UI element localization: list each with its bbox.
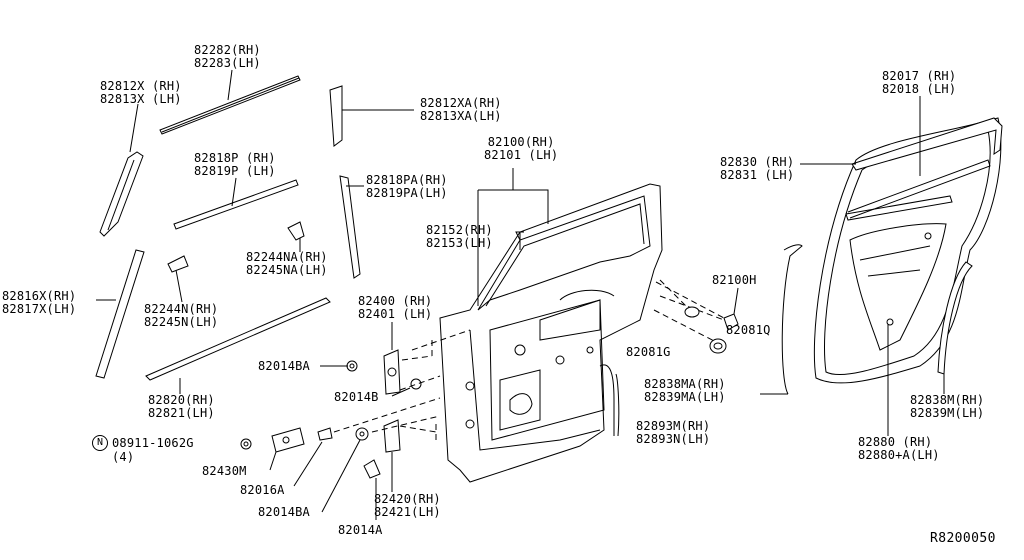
label-seal-front: 82816X(RH)82817X(LH) bbox=[2, 289, 77, 316]
label-bolt-ba-lower: 82014BA bbox=[258, 505, 310, 519]
label-molding-lower: 82820(RH)82821(LH) bbox=[148, 393, 215, 420]
label-inner-trim: 82880 (RH)82880+A(LH) bbox=[858, 435, 940, 462]
label-nut-qty: (4) bbox=[112, 450, 135, 464]
label-clip-lower: 82244N(RH)82245N(LH) bbox=[144, 302, 219, 329]
label-door-sash: 82152(RH)82153(LH) bbox=[426, 223, 493, 250]
label-clip-upper: 82244NA(RH)82245NA(LH) bbox=[246, 250, 328, 277]
clip-upper bbox=[287, 221, 305, 241]
label-seal-inner: 82838MA(RH)82839MA(LH) bbox=[644, 377, 726, 404]
label-grommet-2: 82081G bbox=[626, 345, 671, 359]
label-grommet-1: 82081Q bbox=[726, 323, 771, 337]
label-sash-front: 82812X (RH)82813X (LH) bbox=[100, 79, 182, 106]
hinge-upper bbox=[383, 322, 401, 395]
bolt-ba-upper-part bbox=[346, 360, 358, 372]
bolt-ba-lower-part bbox=[355, 427, 369, 441]
label-plug: 82100H bbox=[712, 273, 757, 287]
label-bolt-b: 82014B bbox=[334, 390, 379, 404]
label-weatherstrip: 82830 (RH)82831 (LH) bbox=[720, 155, 795, 182]
label-channel-rear: 82818PA(RH)82819PA(LH) bbox=[366, 173, 448, 200]
channel-rear bbox=[339, 175, 361, 279]
hinge-lower bbox=[321, 419, 401, 520]
label-door-panel: 82100(RH)82101 (LH) bbox=[484, 135, 559, 162]
label-sash-rear: 82812XA(RH)82813XA(LH) bbox=[420, 96, 502, 123]
grommet-1-part bbox=[723, 313, 739, 331]
label-door-glass-run: 82017 (RH)82018 (LH) bbox=[882, 69, 957, 96]
label-hinge-upper: 82400 (RH)82401 (LH) bbox=[358, 294, 433, 321]
label-check-link: 82430M bbox=[202, 464, 247, 478]
nut-symbol: N bbox=[92, 435, 108, 451]
label-nut: 08911-1062G bbox=[112, 436, 194, 450]
label-hinge-lower: 82420(RH)82421(LH) bbox=[374, 492, 441, 519]
door-glass-run bbox=[851, 117, 1003, 171]
molding-upper bbox=[159, 75, 301, 135]
molding-mid bbox=[173, 179, 299, 230]
seal-inner bbox=[781, 244, 803, 395]
grommet-2-part bbox=[709, 338, 727, 354]
plug-part bbox=[684, 306, 700, 318]
reference-code: R8200050 bbox=[930, 531, 996, 546]
nut-part bbox=[240, 438, 252, 450]
molding-lower bbox=[145, 297, 331, 381]
label-seal-outer: 82838M(RH)82839M(LH) bbox=[910, 393, 985, 420]
bolt-b-part bbox=[410, 378, 422, 390]
clip-lower bbox=[167, 255, 189, 273]
check-link bbox=[269, 427, 333, 487]
seal-front bbox=[95, 249, 145, 379]
seal-tape bbox=[599, 364, 615, 436]
label-seal-tape: 82893M(RH)82893N(LH) bbox=[636, 419, 711, 446]
label-bolt-a: 82014A bbox=[338, 523, 383, 537]
label-molding-mid: 82818P (RH)82819P (LH) bbox=[194, 151, 276, 178]
sash-rear bbox=[329, 85, 343, 147]
inner-trim bbox=[813, 117, 1002, 384]
label-bolt-ba-upper: 82014BA bbox=[258, 359, 310, 373]
label-molding-upper: 82282(RH)82283(LH) bbox=[194, 43, 261, 70]
door-panel bbox=[439, 183, 663, 483]
label-bolt-a-lower: 82016A bbox=[240, 483, 285, 497]
